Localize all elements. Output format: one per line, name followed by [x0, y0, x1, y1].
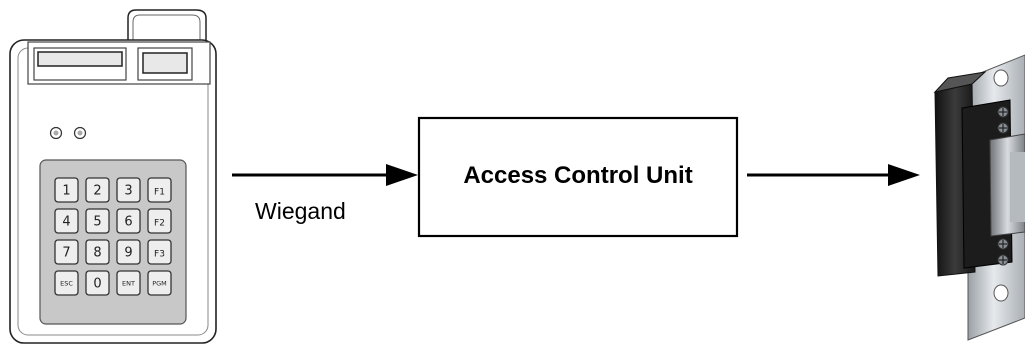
keypad-key-label: 9 — [124, 246, 132, 261]
screw-icon — [997, 254, 1009, 266]
keypad-key-label: 5 — [93, 215, 101, 230]
access-control-unit-label: Access Control Unit — [463, 162, 692, 189]
keypad-key-2: 2 — [85, 177, 110, 203]
keypad-key-label: 0 — [93, 277, 101, 292]
keypad-key-9: 9 — [116, 239, 141, 265]
led-indicator-icon — [73, 126, 87, 140]
keypad-key-label: 2 — [93, 184, 101, 199]
screw-icon — [997, 122, 1009, 134]
keypad-key-label: ENT — [122, 280, 135, 288]
keypad-key-label: 4 — [62, 215, 70, 230]
screw-icon — [997, 238, 1009, 250]
wiegand-arrow — [232, 164, 418, 186]
keypad-key-label: 8 — [93, 246, 101, 261]
output-arrow — [747, 164, 920, 186]
keypad-key-label: ESC — [60, 280, 73, 288]
keypad-key-ent: ENT — [116, 270, 141, 296]
keypad-key-label: PGM — [152, 280, 167, 288]
keypad-key-7: 7 — [54, 239, 79, 265]
led-indicator-icon — [49, 126, 63, 140]
keypad-key-label: 1 — [62, 184, 70, 199]
wiegand-label: Wiegand — [255, 198, 346, 224]
keypad-key-3: 3 — [116, 177, 141, 203]
keypad-key-0: 0 — [85, 270, 110, 296]
keypad-key-f1: F1 — [147, 177, 172, 203]
keypad-key-f3: F3 — [147, 239, 172, 265]
keypad-key-label: 7 — [62, 246, 70, 261]
electric-strike-icon — [933, 54, 1025, 341]
keypad-key-label: F1 — [154, 188, 165, 198]
keypad-key-label: 6 — [124, 215, 132, 230]
keypad-key-4: 4 — [54, 208, 79, 234]
keypad-key-label: F3 — [154, 250, 165, 260]
keypad-key-f2: F2 — [147, 208, 172, 234]
access-control-unit-box — [417, 116, 739, 238]
keypad-key-1: 1 — [54, 177, 79, 203]
keypad-key-6: 6 — [116, 208, 141, 234]
keypad-key-pgm: PGM — [147, 270, 172, 296]
keypad-key-label: F2 — [154, 219, 165, 229]
screw-icon — [997, 106, 1009, 118]
keypad-key-8: 8 — [85, 239, 110, 265]
keypad-key-esc: ESC — [54, 270, 79, 296]
keypad-key-label: 3 — [124, 184, 132, 199]
keypad-key-5: 5 — [85, 208, 110, 234]
